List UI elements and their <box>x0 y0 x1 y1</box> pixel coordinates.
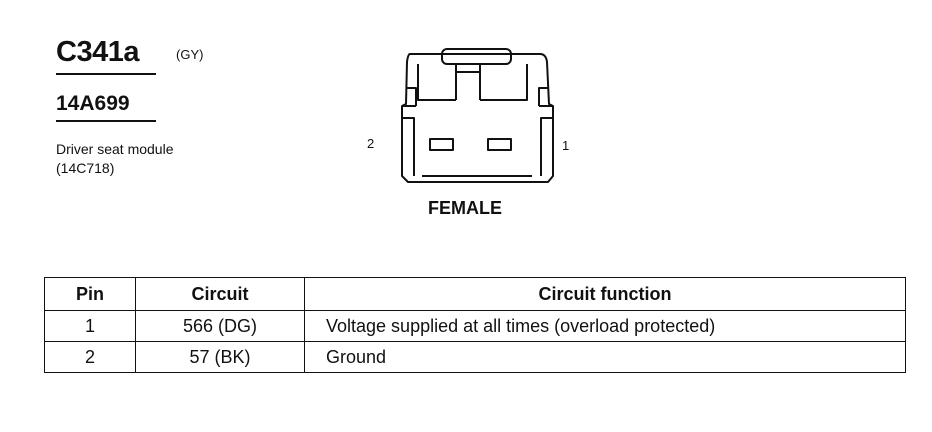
circuit: 566 (DG) <box>135 310 305 342</box>
pin-1-label: 1 <box>562 138 570 153</box>
table-row: 2 57 (BK) Ground <box>44 341 906 373</box>
pin-table-header: Pin Circuit Circuit function <box>44 277 906 311</box>
header-circuit: Circuit <box>135 277 305 311</box>
header-circuit-function: Circuit function <box>304 277 906 311</box>
pin-cavity-2 <box>429 138 454 151</box>
pin-number: 2 <box>44 341 136 373</box>
title-rule <box>56 73 156 75</box>
circuit: 57 (BK) <box>135 341 305 373</box>
connector-face-diagram <box>401 48 554 183</box>
connector-color-code: (GY) <box>176 47 204 62</box>
pin-number: 1 <box>44 310 136 342</box>
connector-gender: FEMALE <box>428 198 502 218</box>
pin-cavity-1 <box>487 138 512 151</box>
circuit-function: Ground <box>304 341 906 373</box>
connector-body-outline <box>401 53 554 183</box>
component-description: Driver seat module (14C718) <box>56 140 174 178</box>
circuit-function: Voltage supplied at all times (overload … <box>304 310 906 342</box>
pin-2-label: 2 <box>367 136 375 151</box>
right-shoulder <box>538 87 553 107</box>
left-rib <box>402 117 415 176</box>
latch-post <box>455 63 481 73</box>
latch-channel <box>455 72 481 100</box>
part-number: 14A699 <box>56 92 130 115</box>
part-number-rule <box>56 120 156 122</box>
pin-table: Pin Circuit Circuit function 1 566 (DG) … <box>44 277 906 373</box>
connector-id: C341a <box>56 36 139 68</box>
left-shoulder <box>402 87 417 107</box>
table-row: 1 566 (DG) Voltage supplied at all times… <box>44 310 906 342</box>
inner-ledge <box>417 64 528 101</box>
header-pin: Pin <box>44 277 136 311</box>
right-rib <box>540 117 553 176</box>
component-name: Driver seat module <box>56 141 174 157</box>
component-code: (14C718) <box>56 160 115 176</box>
latch <box>441 48 512 65</box>
